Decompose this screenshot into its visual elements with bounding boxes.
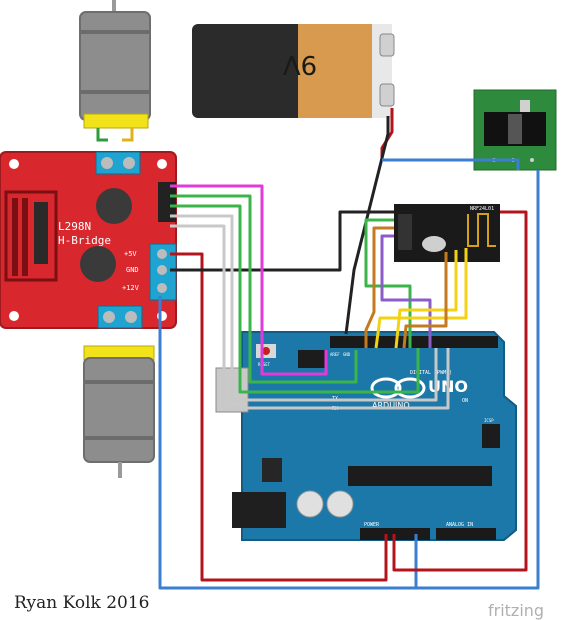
- arduino-on-label: ON: [462, 398, 468, 404]
- wire-nrf-vcc: [392, 210, 528, 572]
- arduino-analog-label: ANALOG IN: [446, 522, 473, 528]
- wire-green-1: [170, 194, 358, 384]
- battery-label: 9V: [283, 49, 318, 79]
- wire-nrf-orange: [364, 226, 394, 348]
- arduino-reset-label: RESET: [258, 362, 271, 367]
- wire-nrf-purple: [380, 234, 432, 348]
- arduino-gnd-label: GND: [343, 352, 351, 357]
- wire-nrf-orange-2: [402, 252, 448, 349]
- arduino-power-label: POWER: [364, 522, 380, 528]
- hbridge-pin-5v: +5V: [124, 250, 137, 258]
- wire-vin-blue: [158, 170, 540, 590]
- wire-green-2: [170, 204, 420, 394]
- power-switch: [473, 89, 557, 171]
- hbridge-pin-gnd: GND: [126, 266, 139, 274]
- wire-nrf-green: [364, 218, 412, 348]
- author-credit: Ryan Kolk 2016: [14, 593, 149, 613]
- wires: [158, 108, 540, 590]
- arduino-aref-label: AREF: [330, 352, 340, 357]
- nrf-label: NRF24L01: [470, 206, 494, 212]
- wire-switch-in: [382, 158, 520, 170]
- arduino-brand: ARDUINO: [372, 401, 410, 410]
- l298n-hbridge: L298N H-Bridge +5V GND +12V: [0, 151, 177, 329]
- wire-gnd-black: [170, 210, 394, 272]
- arduino-icsp-label: ICSP: [484, 418, 494, 423]
- hbridge-pin-12v: +12V: [122, 284, 140, 292]
- wire-nrf-yellow-1: [374, 248, 468, 349]
- hbridge-title-2: H-Bridge: [58, 234, 111, 247]
- wire-gray-2: [170, 224, 450, 410]
- wire-gray-1: [170, 214, 438, 402]
- wire-nrf-yellow-2: [394, 250, 458, 349]
- motor-bottom: [83, 308, 155, 478]
- wire-5v-red: [170, 252, 388, 582]
- battery-9v: 9V: [192, 24, 395, 118]
- arduino-digital-label: DIGITAL (PWM~): [410, 370, 452, 376]
- hbridge-title-1: L298N: [58, 220, 91, 233]
- fritzing-watermark: fritzing: [488, 601, 544, 620]
- wire-battery-negative: [344, 116, 390, 335]
- motor-top: [79, 0, 151, 142]
- wire-magenta: [170, 184, 328, 376]
